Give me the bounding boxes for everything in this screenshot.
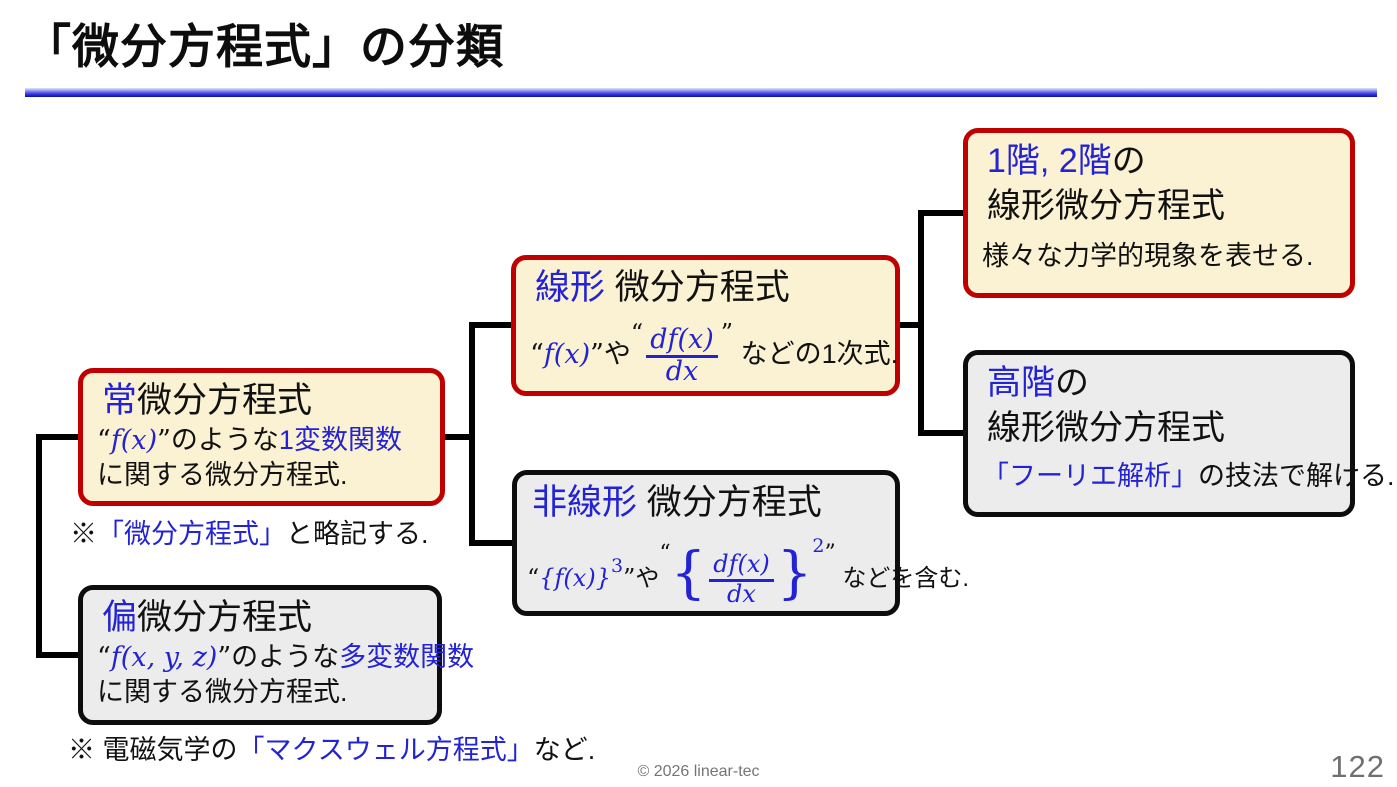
math-exponent-3: 3 bbox=[610, 555, 624, 577]
note-ode-highlight: 「微分方程式」 bbox=[97, 519, 286, 549]
fraction-numerator: df(x) bbox=[646, 325, 718, 358]
math-fx-cubed-base: {f(x)} bbox=[539, 564, 611, 592]
box-ode-title-rest: 微分方程式 bbox=[137, 381, 313, 420]
box-ode-title: 常微分方程式 bbox=[97, 379, 426, 423]
box-ode-body-line2: に関する微分方程式. bbox=[97, 460, 348, 490]
box-linear-title-rest: 微分方程式 bbox=[605, 268, 790, 307]
box-high-order-title-line1: 高階の bbox=[982, 361, 1336, 406]
box-pde-title-rest: 微分方程式 bbox=[137, 598, 313, 637]
connector-right-bottom-stub bbox=[918, 430, 965, 436]
box-pde-body-mid: のような bbox=[231, 642, 340, 672]
box-high-order-body-rest: の技法で解ける. bbox=[1198, 461, 1395, 491]
box-pde-title: 偏微分方程式 bbox=[97, 596, 423, 640]
fraction-denominator: dx bbox=[727, 579, 756, 608]
quote-open: “ bbox=[530, 339, 544, 370]
connector-right-in-stub bbox=[898, 322, 924, 328]
box-nonlinear-title: 非線形 微分方程式 bbox=[527, 481, 885, 525]
quote-open: “ bbox=[527, 564, 540, 592]
box-high-order-title-rest: の bbox=[1055, 364, 1089, 402]
connector-mid-vertical bbox=[469, 322, 475, 546]
box-nonlinear-differential-equation: 非線形 微分方程式 “{f(x)}3”や“{df(x)dx}2” などを含む. bbox=[512, 470, 969, 616]
box-low-order-title-rest: の bbox=[1111, 142, 1146, 180]
math-fraction-dfdx: df(x)dx bbox=[709, 552, 774, 606]
note-pde-highlight: 「マクスウェル方程式」 bbox=[237, 735, 534, 765]
quote-open-high: “ bbox=[659, 541, 671, 566]
page-number: 122 bbox=[1330, 749, 1385, 784]
quote-open-high: “ bbox=[630, 319, 644, 347]
math-right-brace: } bbox=[776, 541, 813, 606]
connector-mid-bottom-stub bbox=[469, 540, 512, 546]
box-linear-formula: “f(x)”や“df(x)dx” などの1次式. bbox=[530, 316, 898, 387]
math-fx: f(x) bbox=[543, 339, 591, 370]
quote-close: ” bbox=[590, 339, 604, 370]
box-pde-body-line1: “f(x, y, z)”のような多変数関数 bbox=[97, 640, 474, 675]
page-title: 「微分方程式」の分類 bbox=[24, 20, 504, 73]
note-pde-pre: ※ 電磁気学の bbox=[68, 735, 238, 765]
box-ode-body-mid: のような bbox=[170, 425, 279, 455]
box-pde-body-highlight: 多変数関数 bbox=[339, 642, 475, 672]
quote-close-high: ” bbox=[824, 541, 836, 566]
box-low-order-body: 様々な力学的現象を表せる. bbox=[982, 241, 1314, 271]
connector-right-top-stub bbox=[918, 210, 965, 216]
connector-left-bottom-stub bbox=[36, 652, 82, 658]
connector-mid-top-stub bbox=[469, 322, 512, 328]
quote-close: ” bbox=[623, 564, 636, 592]
box-nonlinear-title-highlight: 非線形 bbox=[532, 483, 638, 522]
box-low-order-linear: 1階, 2階の 線形微分方程式 様々な力学的現象を表せる. bbox=[963, 128, 1355, 298]
connector-left-vertical bbox=[36, 434, 42, 658]
box-pde-title-highlight: 偏 bbox=[102, 598, 138, 637]
box-partial-differential-equation: 偏微分方程式 “f(x, y, z)”のような多変数関数 に関する微分方程式. bbox=[78, 585, 474, 725]
box-ode-body-highlight: 1変数関数 bbox=[278, 425, 402, 455]
fraction-numerator: df(x) bbox=[709, 552, 774, 582]
box-ode-title-highlight: 常 bbox=[102, 381, 138, 420]
box-high-order-body-highlight: 「フーリエ解析」 bbox=[982, 461, 1198, 491]
box-low-order-title-line1: 1階, 2階の bbox=[982, 139, 1336, 184]
box-nonlinear-formula: “{f(x)}3”や“{df(x)dx}2” などを含む. bbox=[527, 531, 969, 607]
note-ode: ※「微分方程式」と略記する. bbox=[70, 512, 429, 551]
quote-open: “ bbox=[97, 425, 111, 456]
box-nonlinear-formula-tail: などを含む. bbox=[842, 565, 970, 592]
math-fraction-dfdx: df(x)dx bbox=[646, 325, 718, 387]
box-ode-body-line1: “f(x)”のような1変数関数 bbox=[97, 423, 426, 458]
quote-close-high: ” bbox=[720, 319, 734, 347]
box-ordinary-differential-equation: 常微分方程式 “f(x)”のような1変数関数 に関する微分方程式. bbox=[78, 368, 445, 506]
box-linear-formula-tail: などの1次式. bbox=[740, 339, 899, 369]
box-nonlinear-title-rest: 微分方程式 bbox=[637, 483, 822, 522]
box-linear-title: 線形 微分方程式 bbox=[530, 266, 881, 310]
math-fxyz: f(x, y, z) bbox=[110, 642, 218, 673]
math-fx: f(x) bbox=[110, 425, 158, 456]
quote-open: “ bbox=[97, 642, 111, 673]
note-pde-post: など. bbox=[533, 735, 596, 765]
box-pde-body-line2: に関する微分方程式. bbox=[97, 677, 348, 707]
quote-close: ” bbox=[217, 642, 232, 673]
note-pde: ※ 電磁気学の「マクスウェル方程式」など. bbox=[68, 728, 595, 767]
fraction-denominator: dx bbox=[665, 355, 699, 387]
copyright-text: © 2026 linear-tec bbox=[637, 763, 760, 780]
box-low-order-title-line2: 線形微分方程式 bbox=[987, 187, 1225, 225]
quote-close: ” bbox=[157, 425, 171, 456]
connector-right-vertical bbox=[918, 210, 924, 436]
box-high-order-linear: 高階の 線形微分方程式 「フーリエ解析」の技法で解ける. bbox=[963, 350, 1395, 517]
box-high-order-body: 「フーリエ解析」の技法で解ける. bbox=[982, 459, 1395, 493]
box-high-order-title-line2: 線形微分方程式 bbox=[987, 409, 1225, 447]
math-exponent-2: 2 bbox=[812, 535, 825, 557]
box-linear-title-highlight: 線形 bbox=[535, 268, 606, 307]
note-ode-post: と略記する. bbox=[286, 519, 429, 549]
title-underline bbox=[25, 88, 1377, 97]
box-linear-conjunction: や bbox=[603, 339, 631, 369]
math-left-brace: { bbox=[670, 541, 707, 606]
box-high-order-title-highlight: 高階 bbox=[987, 364, 1055, 402]
box-low-order-title-highlight: 1階, 2階 bbox=[987, 142, 1112, 180]
box-nonlinear-conjunction: や bbox=[635, 565, 660, 592]
connector-mid-in-stub bbox=[443, 434, 475, 440]
note-ode-pre: ※ bbox=[70, 519, 97, 549]
box-linear-differential-equation: 線形 微分方程式 “f(x)”や“df(x)dx” などの1次式. bbox=[511, 255, 900, 396]
connector-left-top-stub bbox=[36, 434, 82, 440]
